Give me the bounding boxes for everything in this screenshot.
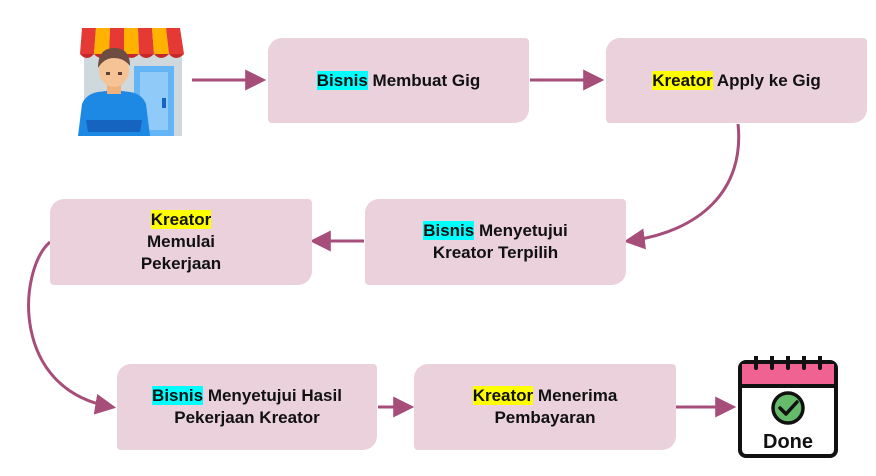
step-text: Kreator Memulai Pekerjaan xyxy=(118,209,244,275)
step-text: Bisnis Menyetujui Kreator Terpilih xyxy=(403,220,588,264)
arrow-step4-to-step5 xyxy=(27,240,117,415)
step-kreator-menerima-pembayaran: Kreator Menerima Pembayaran xyxy=(414,364,676,450)
calendar-check-icon: Done xyxy=(736,354,840,460)
step-text: Kreator Apply ke Gig xyxy=(652,70,821,92)
step-bisnis-menyetujui-kreator: Bisnis Menyetujui Kreator Terpilih xyxy=(365,199,626,285)
action-label: Memulai Pekerjaan xyxy=(140,232,222,273)
shop-owner-icon xyxy=(78,24,188,136)
step-text: Bisnis Membuat Gig xyxy=(316,70,481,92)
action-label: Apply ke Gig xyxy=(716,70,821,90)
role-label: Kreator xyxy=(472,386,534,405)
action-label: Menyetujui Hasil Pekerjaan Kreator xyxy=(174,386,342,427)
step-kreator-memulai-pekerjaan: Kreator Memulai Pekerjaan xyxy=(50,199,312,285)
step-text: Bisnis Menyetujui Hasil Pekerjaan Kreato… xyxy=(137,385,357,429)
step-bisnis-membuat-gig: Bisnis Membuat Gig xyxy=(268,38,529,123)
role-label: Bisnis xyxy=(423,221,475,240)
action-label: Menerima Pembayaran xyxy=(494,386,618,427)
role-label: Bisnis xyxy=(316,70,368,90)
step-text: Kreator Menerima Pembayaran xyxy=(472,385,618,429)
action-label: Menyetujui Kreator Terpilih xyxy=(432,221,568,262)
role-label: Bisnis xyxy=(152,386,204,405)
step-bisnis-menyetujui-hasil: Bisnis Menyetujui Hasil Pekerjaan Kreato… xyxy=(117,364,377,450)
done-label: Done xyxy=(763,431,813,453)
arrow-step2-to-step3 xyxy=(623,123,741,250)
step-kreator-apply-ke-gig: Kreator Apply ke Gig xyxy=(606,38,867,123)
role-label: Kreator xyxy=(150,210,212,229)
action-label: Membuat Gig xyxy=(372,70,481,90)
role-label: Kreator xyxy=(652,70,713,90)
